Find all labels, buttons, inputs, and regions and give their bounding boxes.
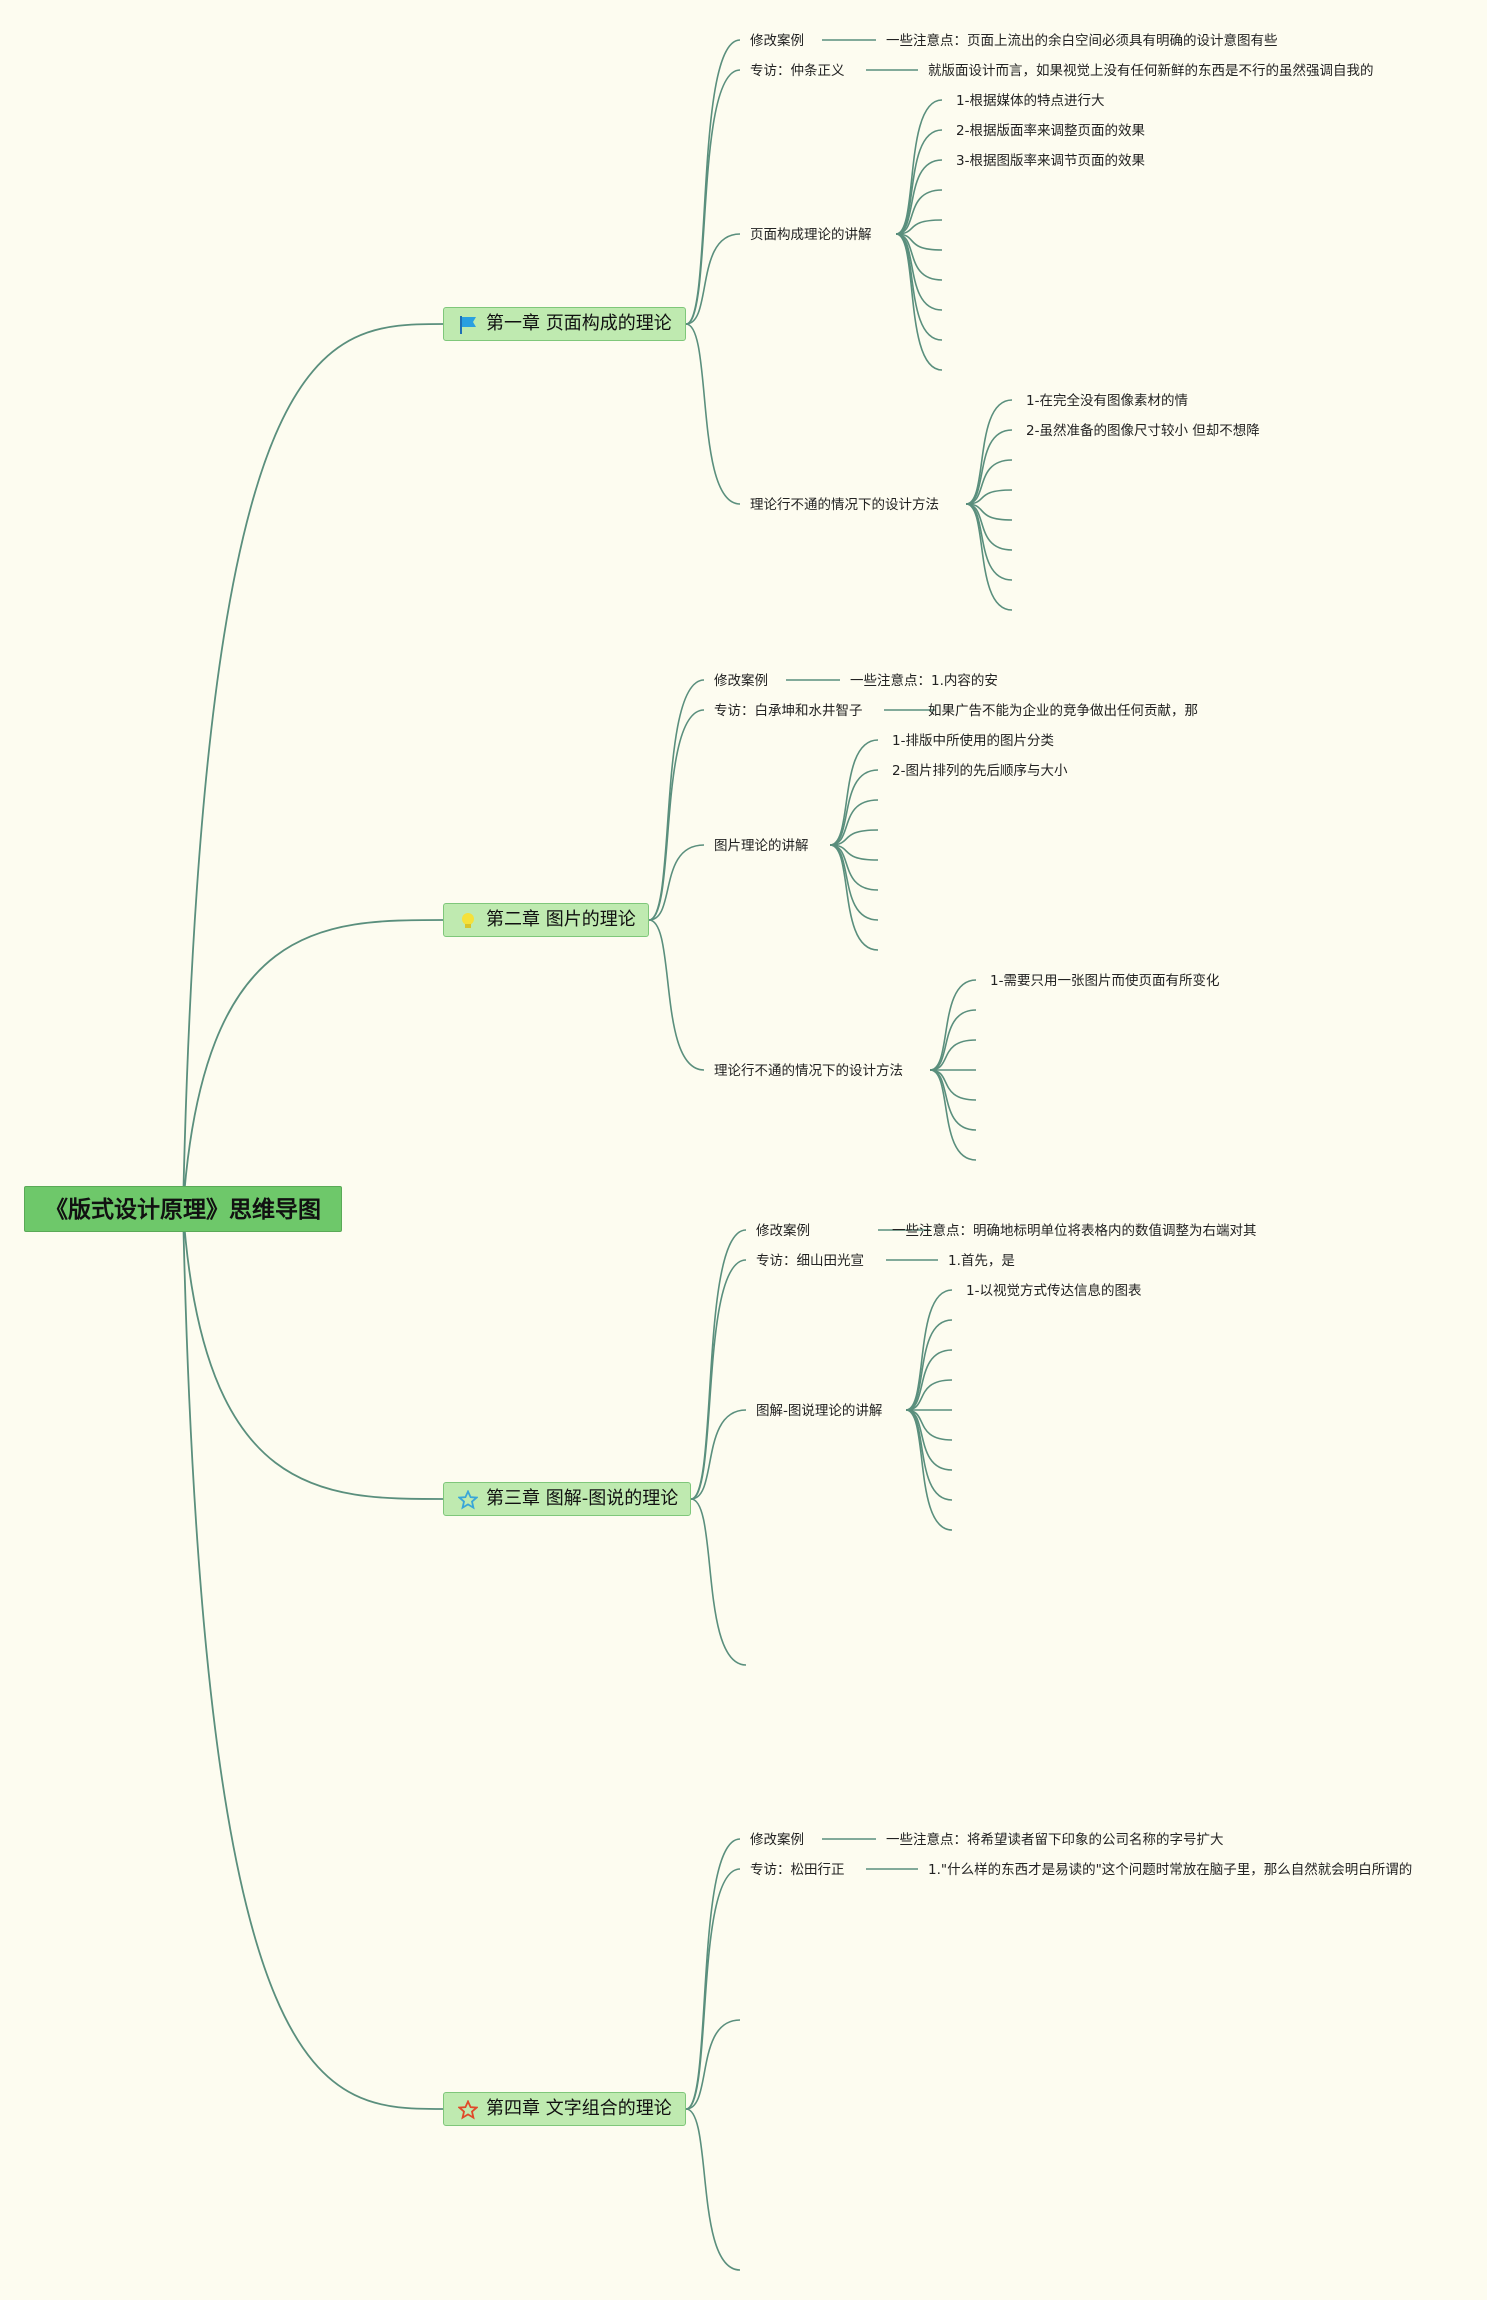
case-note[interactable]: 一些注意点：1.内容的安 <box>850 673 998 689</box>
connector-line <box>182 1208 444 1500</box>
interview-note[interactable]: 就版面设计而言，如果视觉上没有任何新鲜的东西是不行的虽然强调自我的 <box>928 63 1374 79</box>
list-item[interactable]: 1-以视觉方式传达信息的图表 <box>966 1283 1142 1299</box>
connector-line <box>965 489 1013 505</box>
interview-label[interactable]: 专访：白承坤和水井智子 <box>714 703 863 719</box>
interview-note[interactable]: 1."什么样的东西才是易读的"这个问题时常放在脑子里，那么自然就会明白所谓的 <box>928 1862 1413 1878</box>
connector-line <box>895 219 943 235</box>
connector-line <box>895 159 943 235</box>
star-icon <box>458 1490 478 1510</box>
connector-line <box>929 979 977 1071</box>
root-node[interactable]: 《版式设计原理》思维导图 <box>24 1186 342 1232</box>
connector-line <box>829 739 879 846</box>
connector-line <box>965 429 1013 505</box>
star-outline-icon <box>458 2100 478 2120</box>
list-item[interactable]: 1-根据媒体的特点进行大 <box>956 93 1105 109</box>
section-label[interactable]: 理论行不通的情况下的设计方法 <box>750 497 939 513</box>
connector-line <box>685 233 741 325</box>
connector-line <box>690 1409 747 1500</box>
connector-line <box>895 189 943 235</box>
case-label[interactable]: 修改案例 <box>714 673 768 689</box>
case-note[interactable]: 一些注意点：将希望读者留下印象的公司名称的字号扩大 <box>886 1832 1224 1848</box>
list-item[interactable]: 2-图片排列的先后顺序与大小 <box>892 763 1068 779</box>
case-label[interactable]: 修改案例 <box>756 1223 810 1239</box>
connector-line <box>965 399 1013 505</box>
connector-line <box>905 1379 953 1411</box>
connector-line <box>905 1319 953 1411</box>
interview-label[interactable]: 专访：细山田光宣 <box>756 1253 864 1269</box>
connector-line <box>182 919 444 1210</box>
connector-line <box>905 1409 953 1531</box>
connector-line <box>690 1259 747 1500</box>
connector-line <box>685 2019 741 2110</box>
connector-line <box>965 503 1013 551</box>
connector-line <box>685 1868 741 2110</box>
connector-line <box>895 99 943 235</box>
chapter-1-node[interactable]: 第一章 页面构成的理论 <box>443 307 686 341</box>
interview-note[interactable]: 如果广告不能为企业的竞争做出任何贡献，那 <box>928 703 1198 719</box>
connector-line <box>895 233 943 371</box>
connector-line <box>895 233 943 311</box>
chapter-4-node[interactable]: 第四章 文字组合的理论 <box>443 2092 686 2126</box>
chapter-label: 第二章 图片的理论 <box>486 909 636 930</box>
connector-line <box>829 844 879 951</box>
list-item[interactable]: 1-在完全没有图像素材的情 <box>1026 393 1188 409</box>
list-item[interactable]: 1-需要只用一张图片而使页面有所变化 <box>990 973 1220 989</box>
section-label[interactable]: 理论行不通的情况下的设计方法 <box>714 1063 903 1079</box>
case-note[interactable]: 一些注意点：页面上流出的余白空间必须具有明确的设计意图有些 <box>886 33 1278 49</box>
connector-line <box>895 129 943 235</box>
list-item[interactable]: 1-排版中所使用的图片分类 <box>892 733 1054 749</box>
connector-line <box>965 503 1013 611</box>
interview-label[interactable]: 专访：松田行正 <box>750 1862 845 1878</box>
connector-line <box>685 1838 741 2110</box>
lightbulb-icon <box>462 913 474 928</box>
section-label[interactable]: 图解-图说理论的讲解 <box>756 1403 883 1419</box>
connector-line <box>648 709 705 921</box>
connector-line <box>905 1349 953 1411</box>
connector-line <box>685 69 741 325</box>
section-label[interactable]: 图片理论的讲解 <box>714 838 809 854</box>
connector-line <box>685 2108 741 2271</box>
connector-line <box>182 1208 444 2110</box>
connector-line <box>829 799 879 846</box>
connector-line <box>182 323 444 1210</box>
connector-line <box>690 1498 747 1666</box>
chapter-label: 第一章 页面构成的理论 <box>486 313 672 334</box>
chapter-3-node[interactable]: 第三章 图解-图说的理论 <box>443 1482 691 1516</box>
case-label[interactable]: 修改案例 <box>750 33 804 49</box>
list-item[interactable]: 2-根据版面率来调整页面的效果 <box>956 123 1145 139</box>
interview-label[interactable]: 专访：仲条正义 <box>750 63 845 79</box>
connector-line <box>685 323 741 505</box>
connector-line <box>685 39 741 325</box>
connector-line <box>690 1229 747 1500</box>
connector-line <box>929 1039 977 1071</box>
case-note[interactable]: 一些注意点：明确地标明单位将表格内的数值调整为右端对其 <box>892 1223 1257 1239</box>
connector-line <box>965 459 1013 505</box>
chapter-2-node[interactable]: 第二章 图片的理论 <box>443 903 649 937</box>
list-item[interactable]: 2-虽然准备的图像尺寸较小 但却不想降 <box>1026 423 1260 439</box>
connector-line <box>829 844 879 891</box>
connector-line <box>965 503 1013 581</box>
case-label[interactable]: 修改案例 <box>750 1832 804 1848</box>
connector-line <box>829 769 879 846</box>
connector-line <box>648 844 705 921</box>
connector-line <box>829 829 879 846</box>
connector-line <box>648 919 705 1071</box>
interview-note[interactable]: 1.首先，是 <box>948 1253 1015 1269</box>
flag-icon <box>460 316 476 334</box>
section-label[interactable]: 页面构成理论的讲解 <box>750 227 872 243</box>
connector-line <box>648 679 705 921</box>
connector-line <box>905 1289 953 1411</box>
connector-line <box>929 1009 977 1071</box>
chapter-label: 第三章 图解-图说的理论 <box>486 1488 679 1509</box>
chapter-label: 第四章 文字组合的理论 <box>486 2098 672 2119</box>
connector-line <box>929 1069 977 1161</box>
list-item[interactable]: 3-根据图版率来调节页面的效果 <box>956 153 1145 169</box>
